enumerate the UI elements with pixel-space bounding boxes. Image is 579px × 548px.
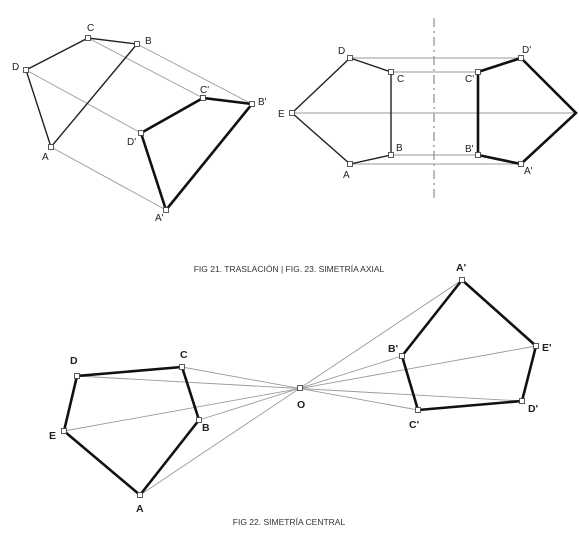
fig21-translation: A D C B A' D' C' B'	[12, 23, 267, 224]
label-d: D	[338, 46, 345, 57]
original-polygon-abcde	[290, 57, 392, 165]
center-point-o	[297, 385, 303, 391]
caption-fig21-fig23: FIG 21. TRASLACIÓN | FIG. 23. SIMETRÍA A…	[194, 264, 385, 274]
label-b-prime: B'	[388, 343, 398, 355]
fig23-points	[289, 55, 524, 167]
label-b-prime: B'	[258, 97, 267, 108]
original-polygon-abcde	[62, 365, 201, 496]
original-shape-abcd	[25, 37, 139, 148]
label-e: E	[49, 430, 56, 442]
image-polygon-prime	[400, 279, 538, 412]
label-b: B	[396, 143, 403, 154]
translation-line-a	[50, 146, 167, 211]
label-b-prime: B'	[465, 144, 474, 155]
label-e-prime: E'	[542, 342, 552, 354]
label-c-prime: C'	[409, 419, 419, 431]
label-b: B	[145, 36, 152, 47]
label-d-prime: D'	[127, 137, 136, 148]
label-d-prime: D'	[522, 45, 531, 56]
caption-fig22: FIG 22. SIMETRÍA CENTRAL	[233, 517, 346, 527]
label-c: C	[87, 23, 94, 34]
label-a: A	[136, 503, 144, 515]
label-d: D	[70, 355, 78, 367]
label-a-prime: A'	[524, 166, 533, 177]
label-c: C	[397, 74, 404, 85]
label-c-prime: C'	[465, 74, 474, 85]
label-a: A	[42, 152, 49, 163]
label-c: C	[180, 349, 188, 361]
label-a-prime: A'	[456, 262, 466, 274]
label-a: A	[343, 170, 350, 181]
fig23-axial-symmetry: D C E B A D' C' B' A'	[278, 18, 578, 200]
fig21-points	[23, 35, 255, 213]
label-c-prime: C'	[200, 85, 209, 96]
label-a-prime: A'	[155, 213, 164, 224]
label-d-prime: D'	[528, 403, 538, 415]
label-b: B	[202, 422, 210, 434]
translation-line-b	[136, 43, 253, 105]
translation-line-d	[25, 69, 142, 134]
label-o: O	[297, 399, 305, 411]
translation-line-c	[87, 37, 204, 99]
translated-shape-abcd-prime	[139, 96, 255, 211]
reflected-polygon-prime	[476, 56, 578, 166]
label-d: D	[12, 62, 19, 73]
fig22-points	[61, 277, 539, 498]
fig22-central-symmetry: A E D C B O A' E' D' C' B'	[49, 262, 552, 515]
label-e: E	[278, 109, 285, 120]
